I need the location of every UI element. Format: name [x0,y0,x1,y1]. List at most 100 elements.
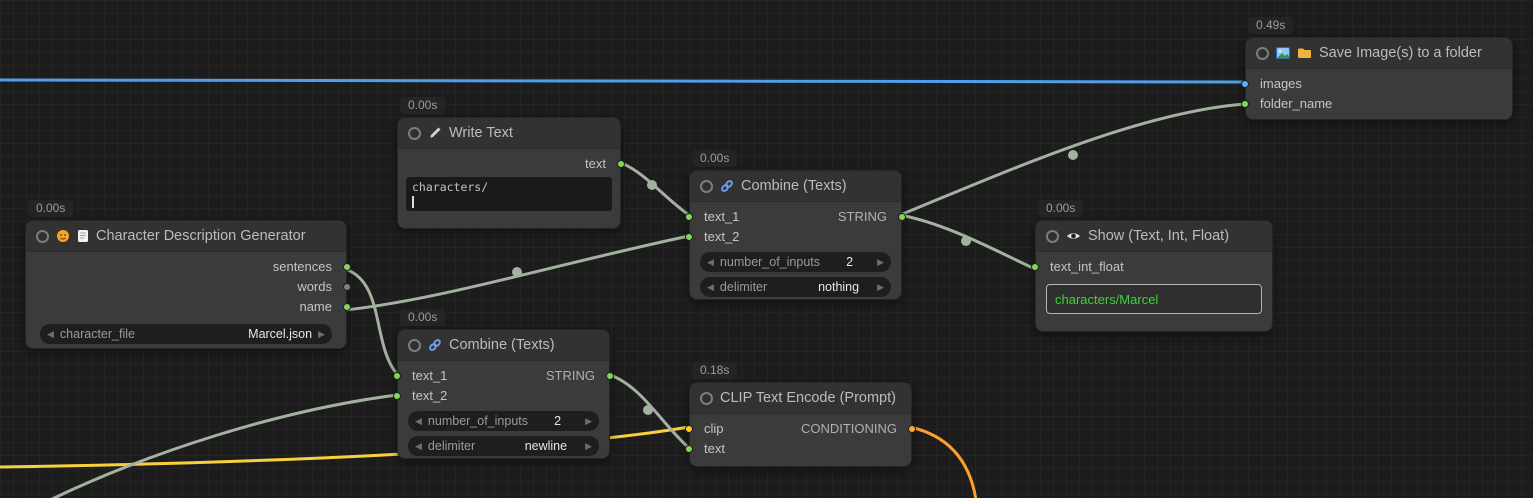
output-row-name: name [26,297,351,317]
node-header[interactable]: Combine (Texts) [690,171,901,202]
node-title: CLIP Text Encode (Prompt) [720,390,896,406]
input-slot-folder-name[interactable] [1241,100,1249,108]
node-title: Write Text [449,125,513,141]
face-icon [56,229,70,243]
input-label: folder_name [1260,96,1333,111]
increment-arrow-icon[interactable]: ▶ [585,416,592,426]
widget-value: Marcel.json [248,327,313,341]
widget-number-of-inputs[interactable]: ◀ number_of_inputs 2 ▶ [700,252,891,272]
slot-row-clip-conditioning: clip CONDITIONING [685,419,916,439]
node-header[interactable]: Combine (Texts) [398,330,609,361]
text-line: characters/ [412,180,489,194]
node-character-description-generator[interactable]: 0.00s Character Description Generator se… [25,200,351,349]
wire-combine-top-to-save-folder [898,102,1247,217]
increment-arrow-icon[interactable]: ▶ [318,329,325,339]
input-slot-text1[interactable] [685,213,693,221]
output-slot-words[interactable] [343,283,351,291]
chain-link-icon [428,338,442,352]
increment-arrow-icon[interactable]: ▶ [585,441,592,451]
slot-row-text: text [685,439,911,459]
input-label: images [1260,76,1302,91]
widget-label: delimiter [427,439,476,453]
input-row-images: images [1241,74,1512,94]
output-label: STRING [837,209,887,224]
node-clip-text-encode[interactable]: 0.18s CLIP Text Encode (Prompt) clip CON… [685,362,916,467]
decrement-arrow-icon[interactable]: ◀ [47,329,54,339]
node-write-text[interactable]: 0.00s Write Text text characters/ [397,97,625,229]
output-row-words: words [26,277,351,297]
widget-label: number_of_inputs [427,414,528,428]
execution-time-badge: 0.18s [692,362,738,379]
node-header[interactable]: Show (Text, Int, Float) [1036,221,1272,252]
input-slot-text1[interactable] [393,372,401,380]
input-label: text_1 [704,209,740,224]
output-slot-string[interactable] [606,372,614,380]
output-slot-name[interactable] [343,303,351,311]
output-slot-text[interactable] [617,160,625,168]
node-save-images-to-folder[interactable]: 0.49s Save Image(s) to a folder images f… [1241,17,1513,120]
memo-icon [77,229,89,243]
widget-value: 2 [554,414,562,428]
output-label: CONDITIONING [800,421,897,436]
input-label: text [704,441,725,456]
output-row-sentences: sentences [26,257,351,277]
text-input-area[interactable]: characters/ [406,177,612,211]
input-slot-text2[interactable] [393,392,401,400]
increment-arrow-icon[interactable]: ▶ [877,282,884,292]
collapse-toggle[interactable] [1046,229,1059,243]
input-label: text_2 [704,229,740,244]
decrement-arrow-icon[interactable]: ◀ [415,416,422,426]
decrement-arrow-icon[interactable]: ◀ [415,441,422,451]
output-label: sentences [272,259,332,274]
output-label: text [585,156,606,171]
widget-character-file[interactable]: ◀ character_file Marcel.json ▶ [40,324,332,344]
output-row-text: text [398,154,625,174]
input-slot-text-int-float[interactable] [1031,263,1039,271]
link-reroute-dot [512,267,522,277]
text-display-box: characters/Marcel [1046,284,1262,314]
output-slot-sentences[interactable] [343,263,351,271]
node-header[interactable]: Character Description Generator [26,221,346,252]
input-label: text_int_float [1050,259,1124,274]
widget-label: number_of_inputs [719,255,820,269]
input-slot-images[interactable] [1241,80,1249,88]
wire-offscreen-to-combine-bottom [50,393,399,498]
node-header[interactable]: Save Image(s) to a folder [1246,38,1512,69]
widget-value: nothing [818,280,860,294]
node-show-text-int-float[interactable]: 0.00s Show (Text, Int, Float) text_int_f… [1031,200,1273,332]
collapse-toggle[interactable] [36,229,49,243]
output-label: words [297,279,332,294]
node-header[interactable]: CLIP Text Encode (Prompt) [690,383,911,414]
node-combine-texts-bottom[interactable]: 0.00s Combine (Texts) text_1 STRING text… [393,309,614,459]
wire-clip-link [0,425,691,469]
decrement-arrow-icon[interactable]: ◀ [707,257,714,267]
node-combine-texts-top[interactable]: 0.00s Combine (Texts) text_1 STRING text… [685,150,906,300]
collapse-toggle[interactable] [700,179,713,193]
collapse-toggle[interactable] [1256,46,1269,60]
input-slot-text[interactable] [685,445,693,453]
widget-delimiter[interactable]: ◀ delimiter newline ▶ [408,436,599,456]
output-slot-conditioning[interactable] [908,425,916,433]
output-slot-string[interactable] [898,213,906,221]
decrement-arrow-icon[interactable]: ◀ [707,282,714,292]
input-slot-clip[interactable] [685,425,693,433]
widget-delimiter[interactable]: ◀ delimiter nothing ▶ [700,277,891,297]
wire-name-to-combine-top [343,234,691,312]
input-label: clip [704,421,724,436]
widget-number-of-inputs[interactable]: ◀ number_of_inputs 2 ▶ [408,411,599,431]
wire-combine-top-to-show [898,213,1037,271]
collapse-toggle[interactable] [408,126,421,140]
increment-arrow-icon[interactable]: ▶ [877,257,884,267]
collapse-toggle[interactable] [700,391,713,405]
execution-time-badge: 0.00s [400,309,446,326]
widget-label: delimiter [719,280,768,294]
input-slot-text2[interactable] [685,233,693,241]
widget-label: character_file [59,327,135,341]
node-title: Combine (Texts) [741,178,847,194]
collapse-toggle[interactable] [408,338,421,352]
node-header[interactable]: Write Text [398,118,620,149]
text-caret [412,195,414,208]
wire-sentences-to-combine-bottom [343,267,399,376]
